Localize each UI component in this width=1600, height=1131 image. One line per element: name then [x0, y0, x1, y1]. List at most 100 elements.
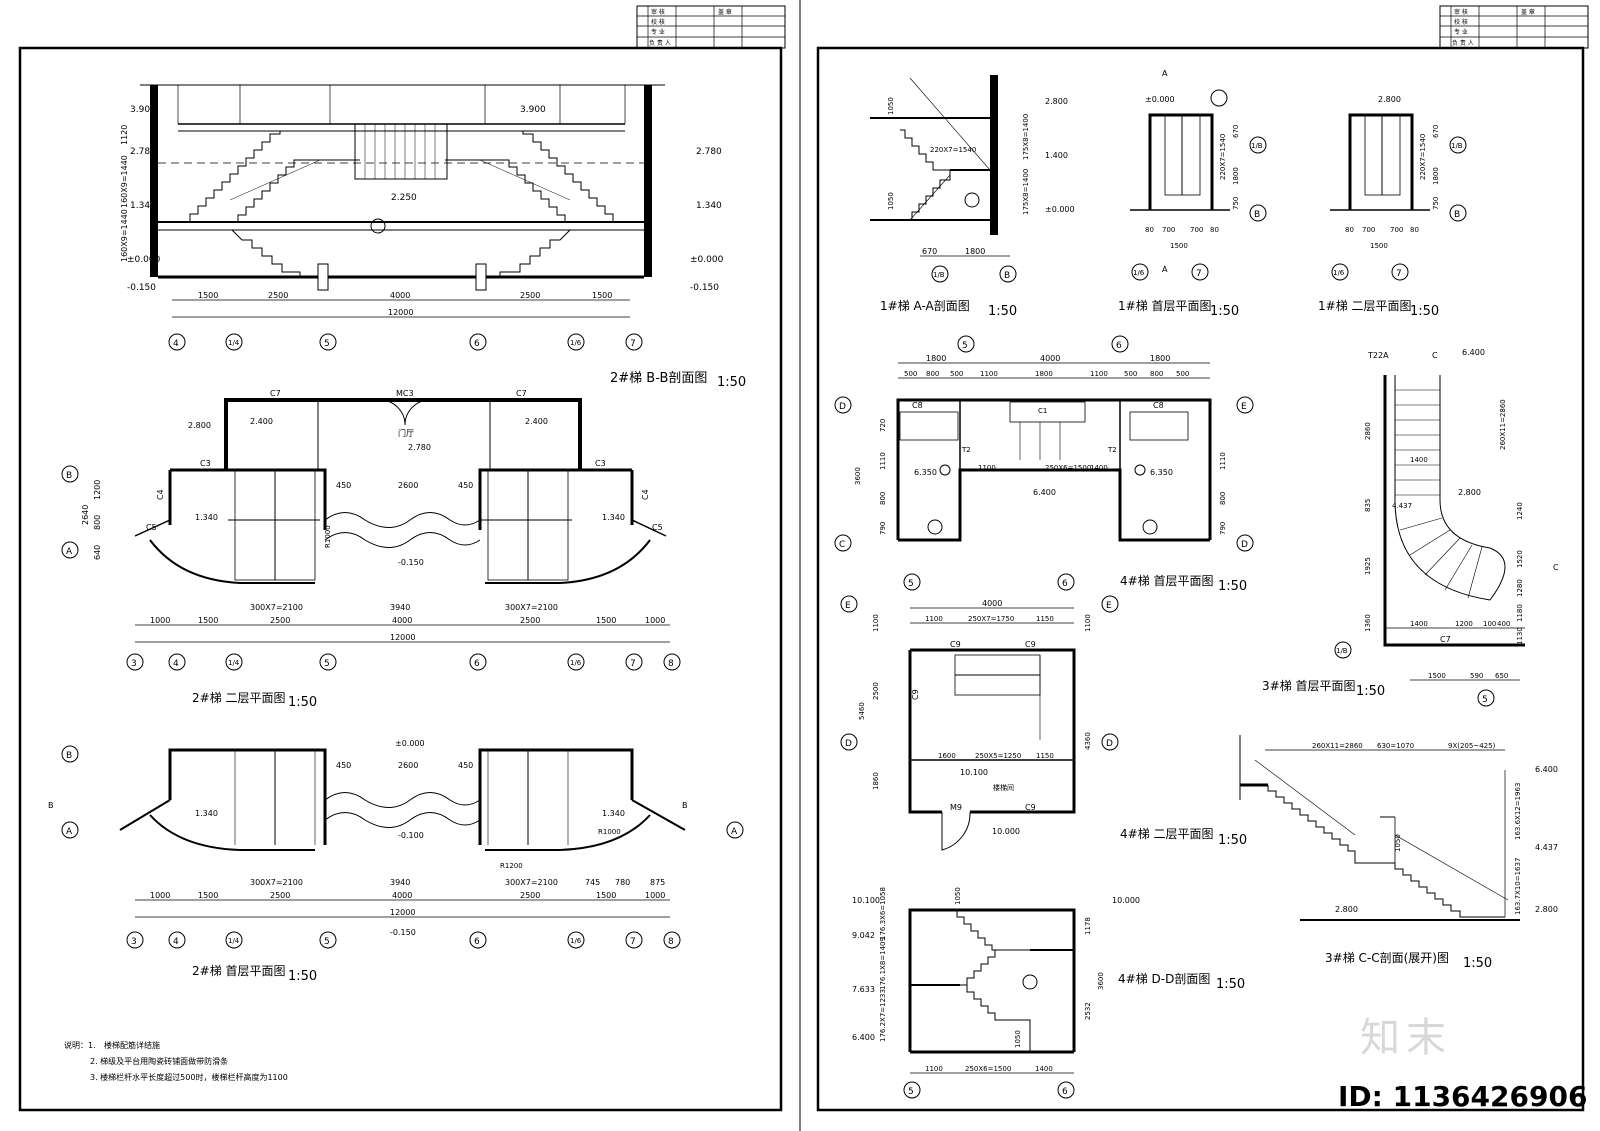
bb-axis-5: 5 [324, 339, 330, 349]
dd-level-3: 7.633 [852, 985, 875, 994]
p4f-level-3: 6.400 [1033, 488, 1056, 497]
cc-dim-1: 260X11=2860 [1312, 742, 1363, 750]
plan1-dimr-2: 780 [615, 878, 630, 887]
bb-dim-5: 1500 [592, 291, 612, 300]
p4s-dim-1: 4000 [982, 599, 1002, 608]
p4f-v-5: 3600 [854, 467, 862, 485]
p4s-c9-b: C9 [1025, 640, 1036, 649]
plan1-dim-6: 1500 [596, 891, 616, 900]
p1f-sect-bot: A [1162, 265, 1168, 274]
plan2-axis-a: A [66, 547, 73, 557]
plan2-dim-6: 1500 [596, 616, 616, 625]
dd-dim-1: 1100 [925, 1065, 943, 1073]
p3f-dim-6: 1500 [1428, 672, 1446, 680]
p4f-axis-6: 6 [1116, 341, 1122, 351]
p1f-dim-3: 700 [1190, 226, 1203, 234]
p1s-axis-2: 7 [1396, 269, 1402, 279]
p1f-axis-1: 1/6 [1133, 269, 1145, 277]
p4s-title: 4#梯 二层平面图 [1120, 827, 1214, 841]
aa-level-1: 2.800 [1045, 97, 1068, 106]
note-2: 2. 梯级及平台用陶瓷砖铺面做带防滑条 [90, 1056, 228, 1066]
p4f-v-4: 790 [879, 522, 887, 535]
p4s-level-1: 10.100 [960, 768, 988, 777]
p1f-v-2: 1800 [1232, 167, 1240, 185]
plan2-axis-b: B [66, 471, 72, 481]
p4f-steps-2: 1100 [978, 464, 996, 472]
p4f-axis-d-r: D [1241, 540, 1248, 550]
aa-axis-1: 1/B [933, 271, 945, 279]
plan2-level-4: 2.780 [408, 443, 431, 452]
notes-title: 说明：1. [64, 1040, 96, 1050]
tb-left-r2a: 校 核 [651, 18, 665, 26]
p3f-v-4: 1360 [1364, 614, 1372, 632]
p3f-level-2: 4.437 [1392, 502, 1412, 510]
plan2-c7-a: C7 [270, 389, 281, 398]
p4s-axis-e-r: E [1106, 601, 1112, 611]
p4f-v-6: 1110 [1219, 452, 1227, 470]
plan2-floor2: C7 MC3 C7 C3 C3 C4 C4 C5 C5 门厅 2.800 2.4… [61, 389, 681, 710]
p4s-dim-2: 1100 [925, 615, 943, 623]
bb-axis-1-6: 1/6 [570, 339, 582, 347]
plan2-scale: 1:50 [288, 695, 317, 710]
plan2-level-1: 2.800 [188, 421, 211, 430]
p4f-t2-b: T2 [1107, 446, 1117, 454]
plan1-level-2: 1.340 [195, 809, 218, 818]
plan2-vdim-4: 2640 [81, 505, 90, 525]
plan2-c7-b: C7 [516, 389, 527, 398]
plan2-vdim-1: 1200 [93, 480, 102, 500]
plan1-axis-4: 4 [173, 937, 179, 947]
bb-dim-2: 2500 [268, 291, 288, 300]
bb-title: 2#梯 B-B剖面图 [610, 371, 707, 386]
plan2-dim-3: 2500 [270, 616, 290, 625]
plan1-scale: 1:50 [288, 969, 317, 984]
p4f-dim2-4: 1100 [980, 370, 998, 378]
bb-level-8: 1.340 [696, 201, 722, 211]
dd-v-8: 2532 [1084, 1002, 1092, 1020]
dd-dim-2: 250X6=1500 [965, 1065, 1011, 1073]
bb-dim-4: 2500 [520, 291, 540, 300]
tb-right-r4a: 负 责 人 [1452, 39, 1474, 47]
p4f-level-1: 6.350 [914, 468, 937, 477]
plan1-sect-l: B [48, 801, 54, 810]
plan1-step-3: 300X7=2100 [505, 878, 558, 887]
p1f-axis-2: 7 [1196, 269, 1202, 279]
p4f-dim2-8: 800 [1150, 370, 1163, 378]
note-1: 楼梯配筋详结施 [104, 1040, 160, 1050]
p4f-dim2-5: 1800 [1035, 370, 1053, 378]
bb-axis-1-4: 1/4 [228, 339, 240, 347]
p4s-v-5: 4360 [1084, 732, 1092, 750]
p3f-dim-3: 1200 [1455, 620, 1473, 628]
note-3: 3. 楼梯栏杆水平长度超过500时，楼梯栏杆高度为1100 [90, 1072, 288, 1082]
plan1-level-4: -0.100 [398, 831, 424, 840]
p4f-axis-e: E [1241, 402, 1247, 412]
plan2-dim-4: 4000 [392, 616, 412, 625]
watermark-logo: 知末 [1360, 1015, 1452, 1061]
plan2-axis-1-4: 1/4 [228, 659, 240, 667]
bb-level-5: -0.150 [127, 283, 156, 293]
p1s-dim-4: 80 [1410, 226, 1419, 234]
p1s-axis-4: B [1454, 210, 1460, 220]
p1s-scale: 1:50 [1410, 304, 1439, 319]
p3f-axis-2: 5 [1482, 695, 1488, 705]
bb-dim-total: 12000 [388, 308, 413, 317]
aa-section: 2.800 1.400 ±0.000 175X8=1400 175X8=1400… [870, 75, 1075, 319]
p3f-title: 3#梯 首层平面图 [1262, 679, 1356, 693]
tb-right-r1b: 盖 章 [1521, 8, 1535, 16]
tb-right-r2a: 校 核 [1454, 18, 1468, 26]
plan1-sect-r: B [682, 801, 688, 810]
p1f-sect-top: A [1162, 69, 1168, 78]
dd-title: 4#梯 D-D剖面图 [1118, 972, 1210, 986]
cc-level-2: 4.437 [1535, 843, 1558, 852]
aa-scale: 1:50 [988, 304, 1017, 319]
plan2-c4-a: C4 [156, 489, 165, 500]
p3f-sect-c2: C [1553, 563, 1559, 572]
plan1-dimr-1: 745 [585, 878, 600, 887]
right-sheet-frame [816, 46, 1585, 1112]
p4s-level-2: 10.000 [992, 827, 1020, 836]
plan1-axis-5: 5 [324, 937, 330, 947]
cc-dim-3: 9X(205~425) [1448, 742, 1496, 750]
plan2-floor1: ±0.000 1.340 1.340 -0.100 -0.150 450 260… [48, 739, 744, 984]
plan2-dimtop-3: 450 [458, 481, 473, 490]
plan2-level-2: 2.400 [250, 417, 273, 426]
plan1-step-1: 300X7=2100 [250, 878, 303, 887]
